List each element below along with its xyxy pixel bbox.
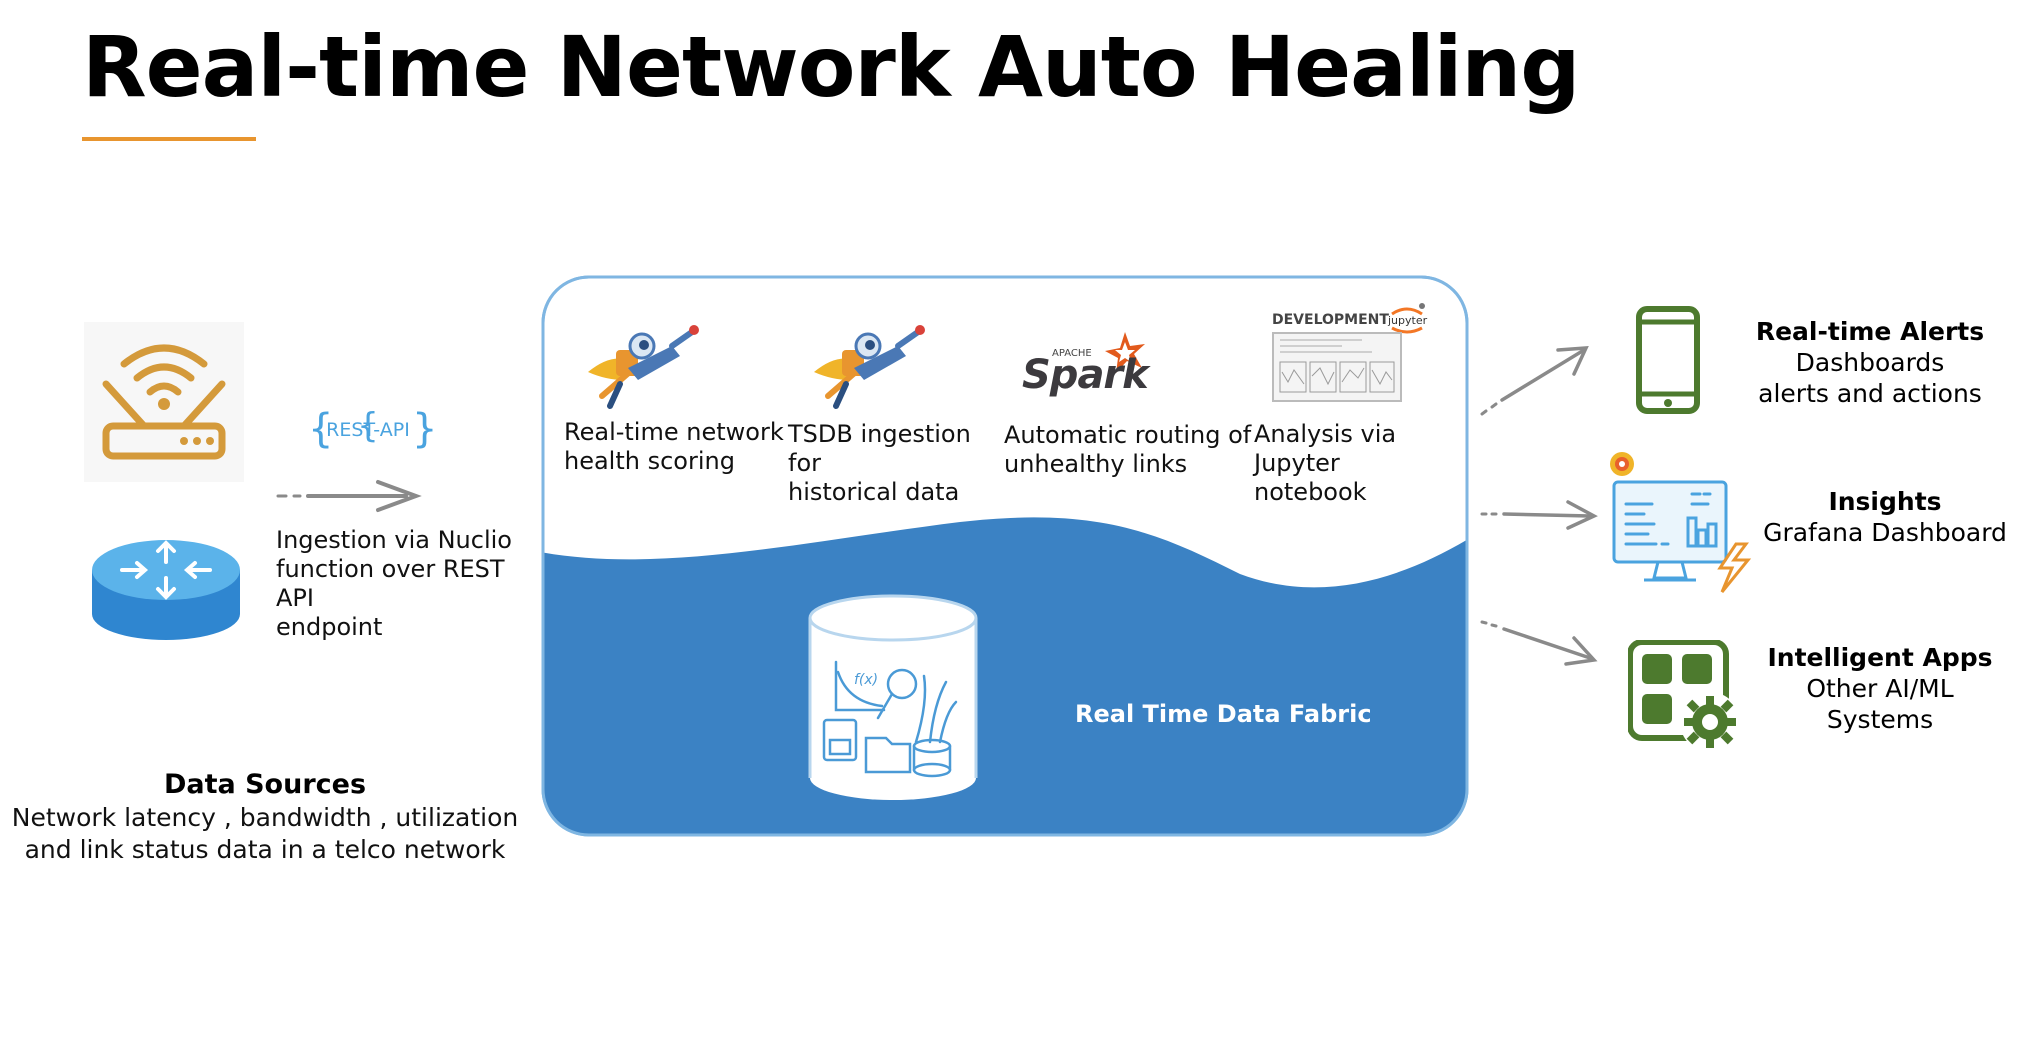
rest-api-braces: { } (308, 406, 436, 452)
ingestion-description: Ingestion via Nuclio function over REST … (276, 526, 546, 642)
nuclio-superhero-icon (814, 325, 925, 409)
ingestion-line-1: Ingestion via Nuclio (276, 526, 512, 554)
apache-spark-logo: APACHE Spark (1018, 330, 1149, 400)
processing-label-line: unhealthy links (1004, 450, 1188, 478)
output-realtime-alerts: Real-time Alerts Dashboards alerts and a… (1740, 316, 2000, 409)
nuclio-superhero-icon (588, 325, 699, 409)
jupyter-logo-icon (1391, 303, 1425, 334)
output-line: Systems (1826, 705, 1934, 734)
jupyter-logo-text: jupyter (1388, 314, 1428, 327)
processing-label-line: Automatic routing of (1004, 421, 1252, 449)
data-sources-line-2: and link status data in a telco network (24, 835, 506, 864)
ingestion-line-3: endpoint (276, 613, 383, 641)
svg-text:{: { (357, 406, 379, 446)
processing-label-line: historical data (788, 478, 960, 506)
notebook-preview (1272, 332, 1402, 402)
spark-logo-text: Spark (1022, 352, 1149, 398)
output-line: Grafana Dashboard (1763, 518, 2007, 547)
output-arrow-insights (1480, 500, 1598, 530)
spark-star-icon (1105, 332, 1145, 373)
processing-label-tsdb-ingestion: TSDB ingestion for historical data (788, 420, 1008, 507)
platform-panel (541, 275, 1469, 837)
output-title: Real-time Alerts (1755, 317, 1985, 346)
processing-label-jupyter-analysis: Analysis via Jupyter notebook (1254, 420, 1468, 507)
data-store-cylinder-icon: f(x) (808, 594, 978, 800)
output-insights: Insights Grafana Dashboard (1760, 486, 2010, 548)
network-router-icon (92, 540, 240, 640)
grafana-monitor-icon (1610, 452, 1752, 593)
smartphone-icon (1636, 306, 1700, 414)
processing-label-line: Real-time network (564, 418, 784, 446)
svg-text:f(x): f(x) (854, 672, 878, 688)
apps-grid-gear-icon (1628, 640, 1740, 752)
processing-label-line: notebook (1254, 478, 1367, 506)
processing-label-line: TSDB ingestion for (788, 420, 971, 477)
svg-text:{: { (308, 406, 333, 452)
output-line: Other AI/ML (1806, 674, 1954, 703)
data-sources-caption: Data Sources Network latency , bandwidth… (10, 768, 520, 866)
page-title: Real-time Network Auto Healing (82, 18, 1580, 116)
output-arrow-apps (1480, 620, 1598, 666)
ingestion-arrow (276, 480, 422, 512)
ingestion-line-2: function over REST API (276, 555, 505, 612)
processing-label-health-scoring: Real-time network health scoring (564, 418, 784, 476)
rest-api-badge: { REST-API (326, 406, 410, 446)
title-underline (82, 137, 256, 141)
jupyter-notebook-icon: DEVELOPMENT jupyter (1272, 302, 1428, 402)
data-sources-title: Data Sources (163, 769, 367, 800)
development-badge: DEVELOPMENT (1272, 312, 1389, 328)
processing-label-line: health scoring (564, 447, 735, 475)
spark-logo-small-text: APACHE (1052, 348, 1092, 359)
processing-label-automatic-routing: Automatic routing of unhealthy links (1004, 421, 1254, 479)
output-title: Insights (1828, 487, 1942, 516)
wifi-router-icon (84, 322, 244, 482)
output-title: Intelligent Apps (1767, 643, 1993, 672)
output-line: Dashboards (1795, 348, 1945, 377)
output-arrow-alerts (1480, 346, 1589, 416)
data-sources-line-1: Network latency , bandwidth , utilizatio… (11, 803, 519, 832)
output-intelligent-apps: Intelligent Apps Other AI/ML Systems (1760, 642, 2000, 735)
processing-label-line: Analysis via Jupyter (1254, 420, 1397, 477)
svg-text:}: } (412, 406, 436, 452)
output-line: alerts and actions (1758, 379, 1982, 408)
rest-api-label: REST-API (326, 419, 410, 441)
data-fabric-label: Real Time Data Fabric (1075, 700, 1372, 728)
